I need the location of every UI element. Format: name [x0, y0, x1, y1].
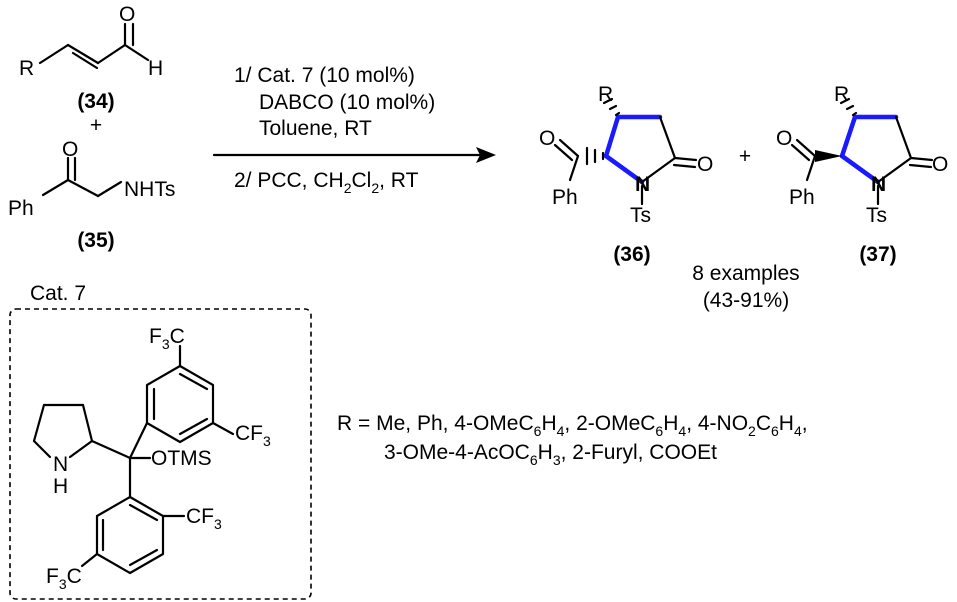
condition-step2: 2/ PCC, CH2Cl2, RT — [234, 169, 419, 196]
bond — [96, 43, 127, 65]
catalyst-structure: N H OTMS F3C CF3 CF3 F3C — [32, 325, 271, 592]
reactant-35: O Ph NHTs (35) — [8, 138, 175, 252]
substituent-line-1: R = Me, Ph, 4-OMeC6H4, 2-OMeC6H4, 4-NO2C… — [337, 412, 808, 439]
stereo-hashed-bond — [602, 97, 621, 117]
r-group-label: R — [19, 57, 34, 80]
bond — [211, 421, 235, 436]
bond-carbonyl — [672, 163, 697, 169]
ring-bond — [81, 403, 94, 443]
reaction-conditions: 1/ Cat. 7 (10 mol%) DABCO (10 mol%) Tolu… — [234, 64, 435, 196]
bond — [41, 178, 70, 197]
nitrogen-label: N — [635, 173, 650, 196]
cf3-top-label: F3C — [149, 325, 185, 352]
aromatic-double-bond — [128, 503, 159, 522]
otms-label: OTMS — [151, 447, 212, 470]
catalyst-box — [9, 308, 312, 600]
ring-bond-highlighted — [839, 153, 881, 185]
condition-step1-catalyst: 1/ Cat. 7 (10 mol%) — [234, 64, 415, 87]
reaction-arrow — [212, 147, 496, 163]
bond — [123, 43, 150, 62]
aromatic-double-bond — [178, 417, 209, 436]
bond — [80, 552, 99, 568]
r-group-label: R — [598, 83, 613, 106]
compound-number-35: (35) — [77, 229, 114, 252]
oxygen-label: O — [62, 138, 78, 161]
compound-number-37: (37) — [859, 243, 896, 266]
product-37: R O Ph N Ts O (37) — [776, 83, 948, 266]
hydrogen-label: H — [53, 475, 68, 498]
ring-bond — [894, 115, 913, 160]
ring-bond — [32, 439, 52, 459]
ring-bond — [640, 156, 677, 184]
bond — [805, 154, 817, 182]
stereo-wedge-bond — [815, 150, 842, 162]
bond-carbonyl — [558, 138, 580, 158]
nhts-label: NHTs — [124, 178, 175, 201]
bond — [38, 43, 70, 65]
bond — [66, 43, 100, 65]
bond — [128, 421, 149, 460]
nitrogen-label: N — [53, 453, 68, 476]
bond — [96, 180, 123, 198]
aromatic-double-bond — [178, 372, 209, 391]
lactam-oxygen-label: O — [697, 153, 713, 176]
bond-carbonyl — [553, 143, 574, 162]
stereo-hashed-bond — [585, 146, 605, 166]
compound-number-34: (34) — [77, 90, 114, 113]
lactam-oxygen-label: O — [932, 153, 948, 176]
bond — [90, 439, 132, 460]
example-count: 8 examples — [692, 262, 799, 285]
ketone-oxygen-label: O — [776, 127, 792, 150]
bond-carbonyl — [790, 143, 811, 162]
ring-bond — [876, 156, 913, 184]
ring-bond-highlighted — [603, 153, 645, 185]
ring-bond-highlighted — [839, 114, 858, 159]
ketone-oxygen-label: O — [539, 127, 555, 150]
tosyl-label: Ts — [866, 204, 887, 227]
phenyl-label: Ph — [8, 197, 34, 220]
bond-carbonyl — [795, 138, 817, 158]
condition-step1-base: DABCO (10 mol%) — [259, 91, 435, 114]
ring-bond — [68, 439, 94, 459]
ring-bond-highlighted — [603, 114, 621, 159]
bond — [66, 178, 100, 198]
catalyst-title: Cat. 7 — [30, 282, 86, 305]
upper-aryl-ring — [145, 364, 215, 444]
r-group-label: R — [834, 83, 849, 106]
phenyl-label: Ph — [552, 186, 578, 209]
substituent-list: R = Me, Ph, 4-OMeC6H4, 2-OMeC6H4, 4-NO2C… — [337, 412, 808, 468]
cf3-lower-right-label: CF3 — [186, 505, 222, 532]
compound-number-36: (36) — [613, 243, 650, 266]
plus-sign-products: + — [739, 145, 751, 168]
arrow-head — [476, 147, 496, 163]
reactant-34: R O H (34) — [19, 3, 163, 113]
lower-aryl-ring — [95, 495, 165, 575]
bond-carbonyl — [909, 156, 934, 162]
oxygen-label: O — [119, 3, 135, 26]
nitrogen-label: N — [871, 173, 886, 196]
cf3-lower-left-label: F3C — [46, 565, 82, 592]
plus-sign-reactants: + — [90, 114, 102, 137]
tosyl-label: Ts — [630, 204, 651, 227]
phenyl-label: Ph — [789, 186, 815, 209]
condition-step1-solvent: Toluene, RT — [259, 117, 372, 140]
bond-carbonyl — [908, 163, 933, 169]
substituent-line-2: 3-OMe-4-AcOC6H3, 2-Furyl, COOEt — [384, 441, 717, 468]
aromatic-double-bond — [128, 548, 159, 567]
ring-bond — [32, 403, 46, 443]
bond — [568, 154, 580, 182]
product-36: R O Ph N Ts O (36) — [539, 83, 713, 266]
stereo-hashed-bond — [839, 97, 858, 117]
bond-carbonyl — [673, 156, 698, 162]
yield-range: (43-91%) — [703, 289, 789, 312]
hydrogen-label: H — [148, 57, 163, 80]
bond-double — [71, 51, 99, 70]
ring-bond — [658, 115, 677, 160]
cf3-right-label: CF3 — [235, 422, 271, 449]
